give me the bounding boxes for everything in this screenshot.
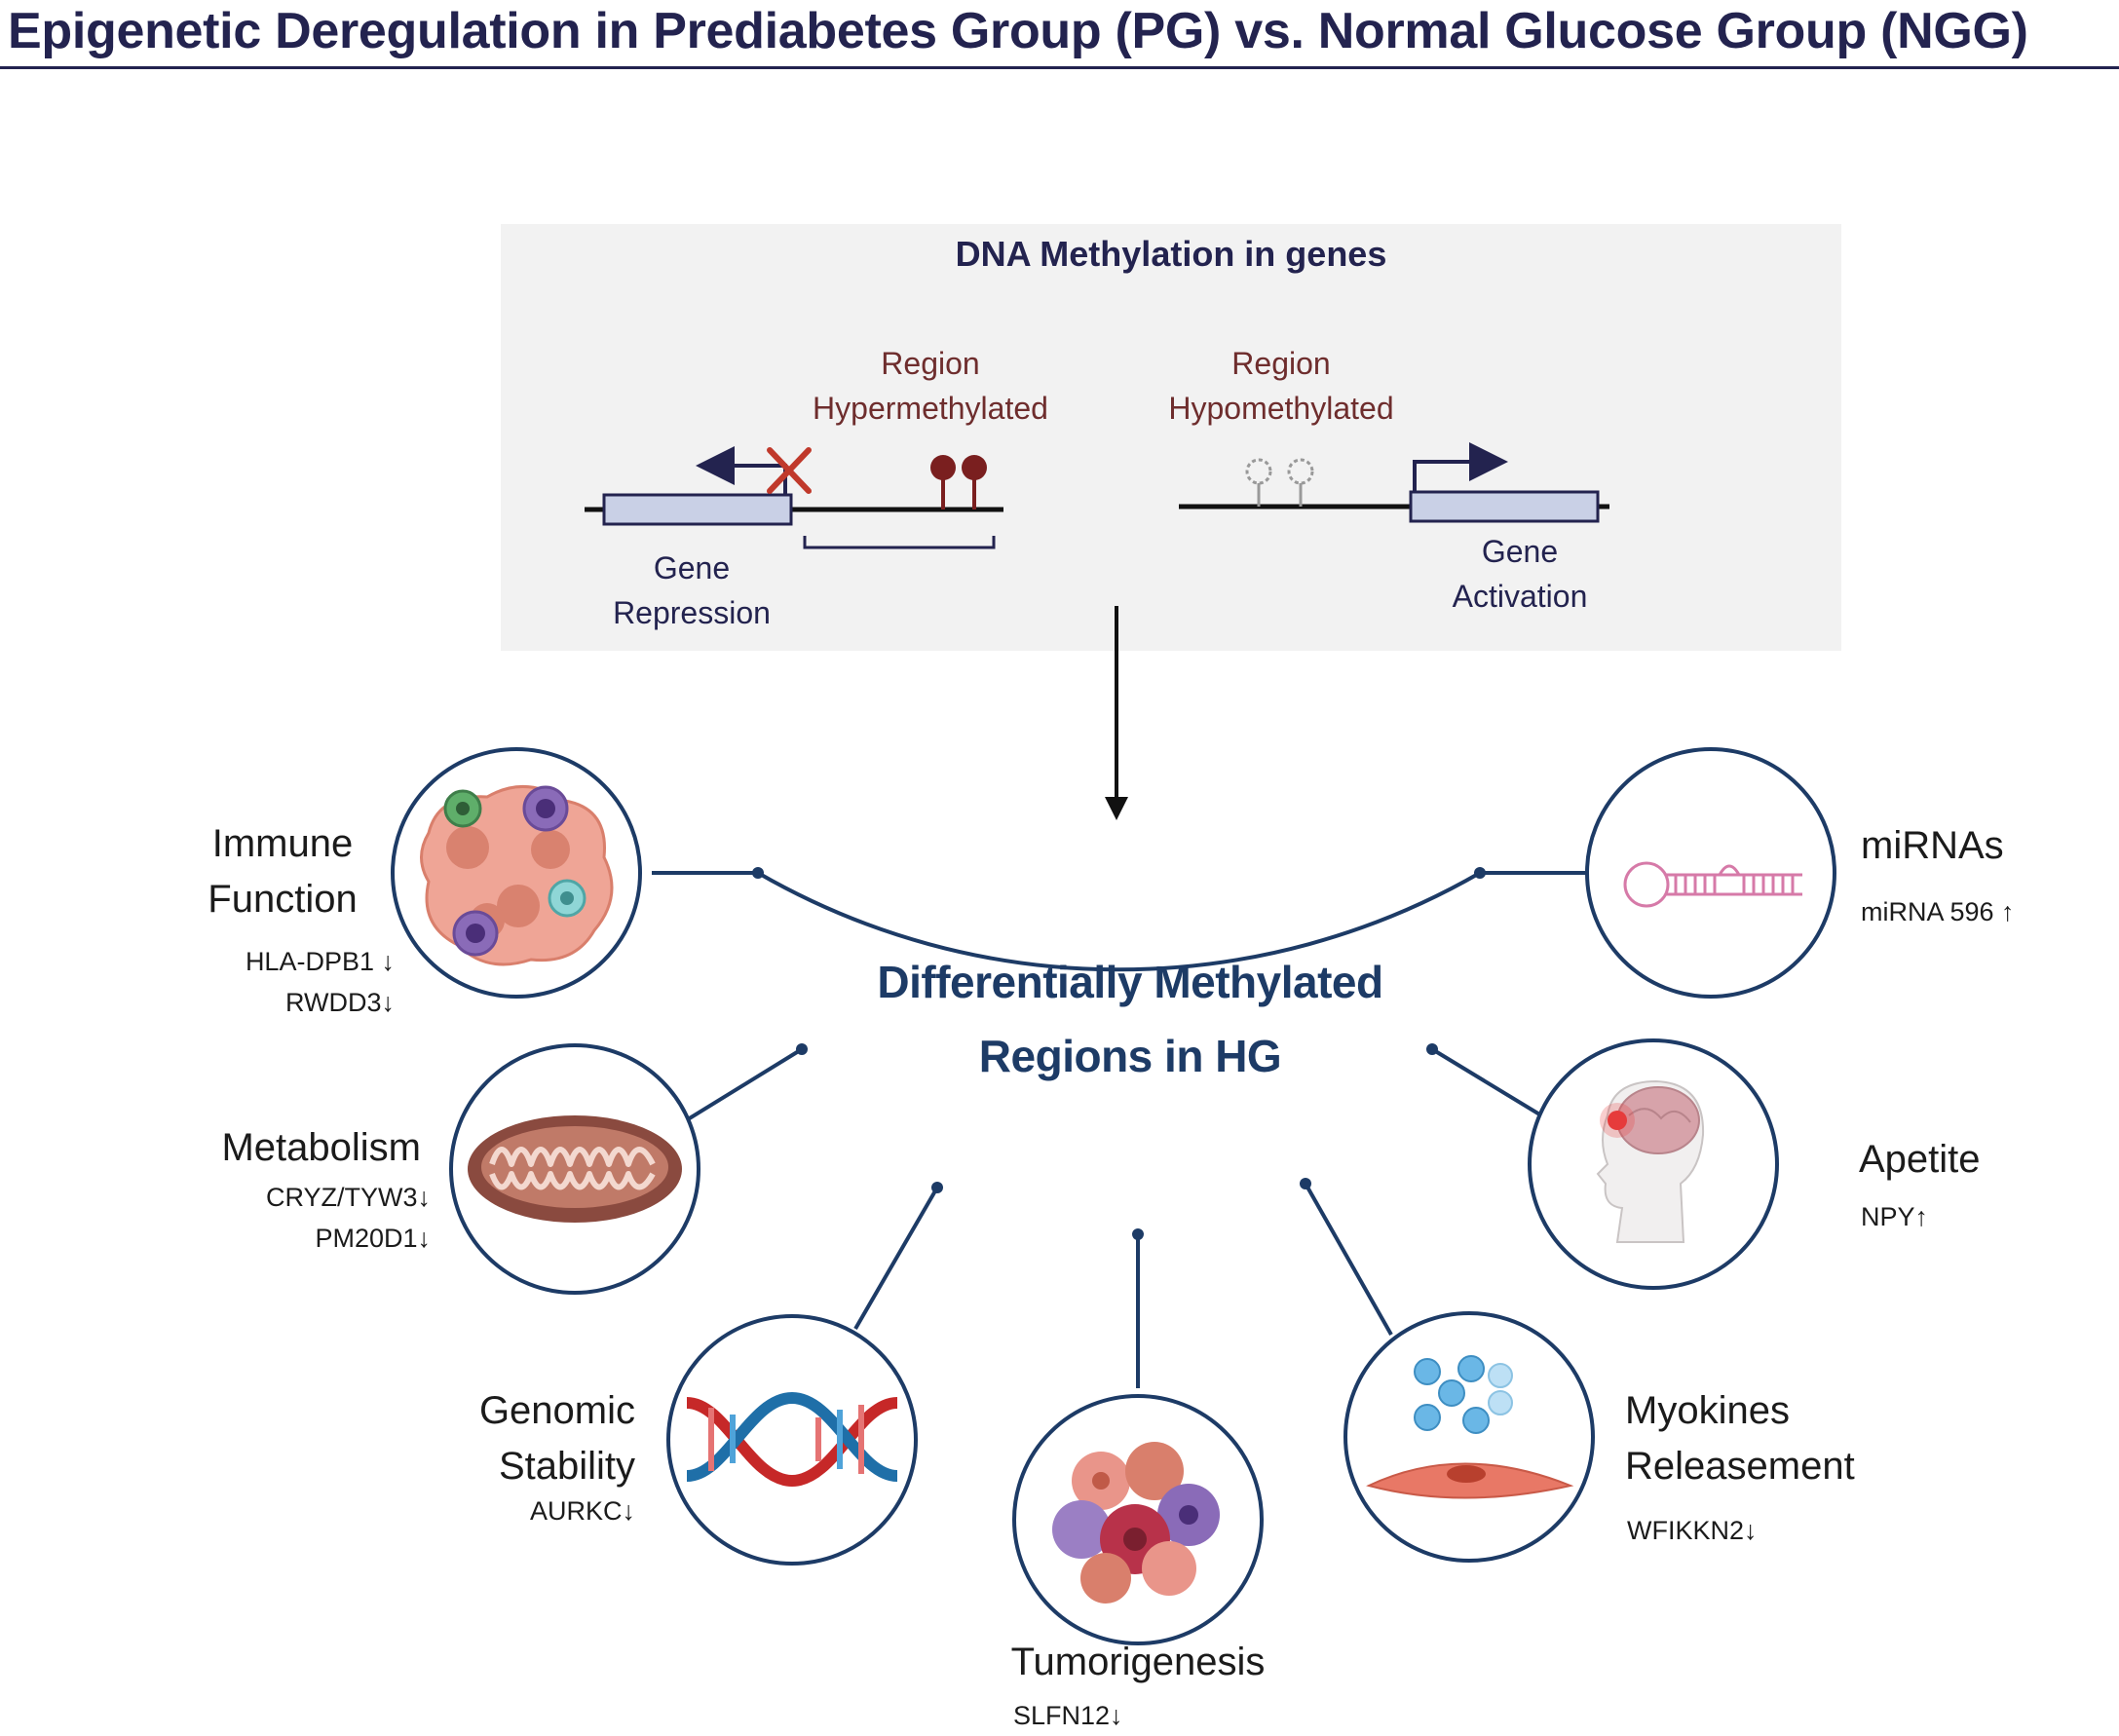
category-immune-label: Immune Function	[175, 816, 390, 927]
gene-cryz-tyw3: CRYZ/TYW3↓	[265, 1183, 431, 1212]
page-title: Epigenetic Deregulation in Prediabetes G…	[8, 3, 2028, 59]
connector-apetite	[1430, 1047, 1543, 1117]
hyper-label-line2: Hypermethylated	[813, 391, 1048, 426]
activation-label-line1: Gene	[1481, 534, 1559, 569]
arc-node-dots	[752, 867, 1486, 1240]
gene-activation-label: Gene Activation	[1403, 529, 1637, 619]
genomic-circle	[666, 1314, 918, 1566]
mirna-genes: miRNA 596 ↑	[1861, 891, 2095, 932]
block-x-icon	[767, 447, 812, 494]
gene-pm20d1: PM20D1↓	[315, 1224, 431, 1253]
connector-metabolism	[686, 1047, 804, 1121]
apetite-label-line1: Apetite	[1859, 1138, 1981, 1181]
immune-cells-icon	[420, 785, 614, 966]
gene-activation-diagram	[1179, 442, 1609, 523]
repression-label-line2: Repression	[613, 595, 771, 630]
hyper-label-line1: Region	[881, 346, 980, 381]
gene-mirna-596: miRNA 596 ↑	[1861, 897, 2015, 926]
gene-rwdd3: RWDD3↓	[284, 988, 395, 1017]
hypo-label-line1: Region	[1231, 346, 1331, 381]
myokines-label-line2: Releasement	[1625, 1445, 1855, 1488]
myokines-genes: WFIKKN2↓	[1627, 1510, 1871, 1551]
activated-gene-box	[1409, 490, 1600, 523]
tumor-label-line1: Tumorigenesis	[1010, 1641, 1266, 1683]
hypo-label-line2: Hypomethylated	[1168, 391, 1394, 426]
category-apetite-label: Apetite	[1859, 1132, 2093, 1188]
myokines-label-line1: Myokines	[1625, 1389, 1790, 1432]
tss-arrow-right	[1413, 442, 1508, 492]
category-myokines-label: Myokines Releasement	[1625, 1383, 1937, 1494]
repressed-gene-box	[602, 493, 793, 526]
genomic-label-line2: Stability	[498, 1445, 635, 1488]
mirna-hairpin-icon	[1623, 861, 1802, 908]
mirna-label-line1: miRNAs	[1861, 824, 2004, 867]
central-arc	[757, 871, 1481, 972]
unmethylated-lollipop-icon	[1245, 458, 1314, 507]
category-genomic-label: Genomic Stability	[409, 1383, 635, 1494]
myokines-circle	[1343, 1311, 1595, 1563]
gene-repression-label: Gene Repression	[565, 546, 818, 635]
mitochondrion-icon	[468, 1115, 682, 1223]
category-mirna-label: miRNAs	[1861, 818, 2075, 874]
immune-label-line2: Function	[208, 878, 358, 921]
repression-label-line1: Gene	[653, 550, 731, 585]
dna-helix-icon	[686, 1391, 898, 1488]
center-label-line1: Differentially Methylated	[877, 957, 1383, 1007]
tumor-cells-icon	[1052, 1442, 1220, 1604]
category-metabolism-label: Metabolism	[146, 1120, 421, 1176]
methylation-panel-title: DNA Methylation in genes	[955, 234, 1387, 274]
muscle-cell-icon	[1366, 1355, 1574, 1499]
brain-head-icon	[1596, 1079, 1705, 1243]
hypomethylated-label: Region Hypomethylated	[1130, 341, 1432, 431]
immune-genes: HLA-DPB1 ↓ RWDD3↓	[156, 941, 395, 1023]
immune-label-line1: Immune	[211, 822, 354, 865]
gene-slfn12: SLFN12↓	[1013, 1701, 1123, 1730]
gene-hla-dpb1: HLA-DPB1 ↓	[245, 947, 395, 976]
activation-label-line2: Activation	[1452, 579, 1588, 614]
connector-myokines	[1304, 1183, 1393, 1336]
flow-arrow-head	[1105, 797, 1128, 820]
gene-npy: NPY↑	[1861, 1202, 1929, 1231]
methyl-lollipop-icon	[930, 455, 987, 509]
metabolism-genes: CRYZ/TYW3↓ PM20D1↓	[156, 1177, 431, 1259]
gene-wfikkn2: WFIKKN2↓	[1627, 1516, 1758, 1545]
apetite-genes: NPY↑	[1861, 1196, 2056, 1237]
center-label: Differentially Methylated Regions in HG	[799, 945, 1461, 1093]
methylation-panel	[501, 224, 1841, 651]
genomic-label-line1: Genomic	[478, 1389, 635, 1432]
gene-aurkc: AURKC↓	[529, 1496, 635, 1526]
center-label-line2: Regions in HG	[978, 1031, 1282, 1081]
region-bracket	[803, 536, 996, 549]
title-underline	[0, 66, 2119, 69]
mirna-circle	[1585, 747, 1836, 999]
connector-genomic	[853, 1186, 939, 1331]
gene-repression-diagram	[585, 446, 1003, 549]
category-tumor-label: Tumorigenesis	[943, 1635, 1333, 1690]
tumor-genes: SLFN12↓	[1013, 1695, 1208, 1736]
hypermethylated-label: Region Hypermethylated	[770, 341, 1091, 431]
genomic-genes: AURKC↓	[409, 1491, 635, 1531]
metabolism-label-line1: Metabolism	[221, 1126, 421, 1169]
